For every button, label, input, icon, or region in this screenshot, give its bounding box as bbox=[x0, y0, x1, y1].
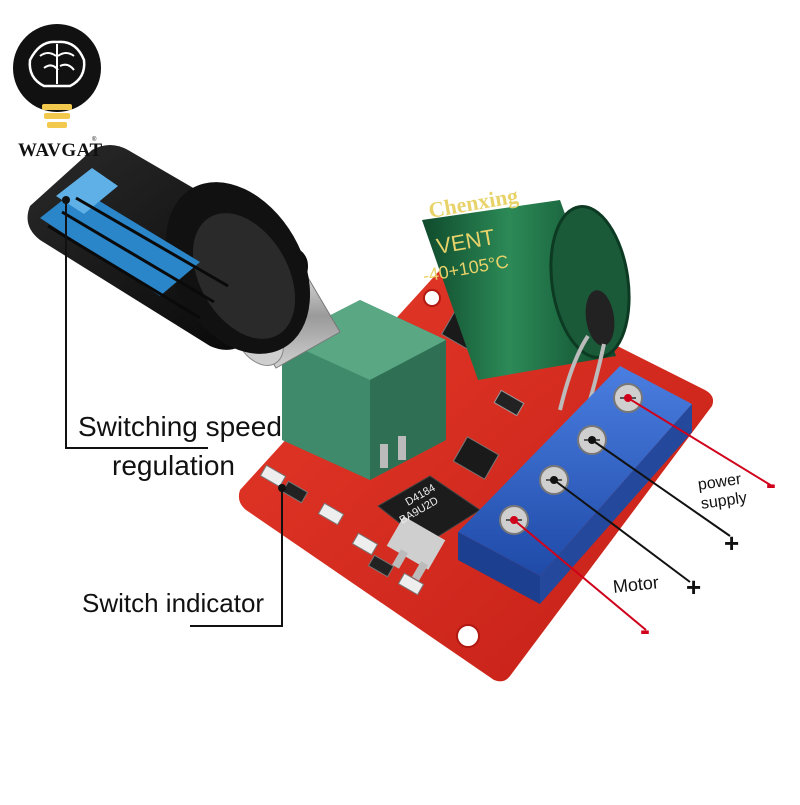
mosfet-chip bbox=[377, 475, 481, 581]
terminal-block bbox=[458, 366, 692, 604]
motor-minus-sign: - bbox=[640, 614, 650, 647]
brand-logo bbox=[13, 24, 101, 128]
mounting-hole bbox=[456, 624, 480, 648]
callout-lines bbox=[62, 196, 731, 627]
label-speed-regulation-line1: Switching speed bbox=[78, 411, 282, 442]
label-speed-regulation-line2: regulation bbox=[112, 450, 235, 481]
power-minus-sign: - bbox=[766, 468, 776, 501]
power-plus-sign: + bbox=[724, 528, 740, 558]
electrolytic-capacitor bbox=[422, 200, 631, 411]
brand-name: WAVGAT bbox=[18, 140, 103, 161]
motor-plus-sign: + bbox=[686, 572, 702, 602]
label-motor: Motor bbox=[611, 572, 660, 597]
callout-lines-red bbox=[510, 394, 773, 631]
mounting-hole bbox=[423, 289, 441, 307]
brand-registered-mark: ® bbox=[92, 137, 97, 143]
label-switch-indicator: Switch indicator bbox=[82, 588, 265, 618]
knob bbox=[27, 145, 311, 354]
